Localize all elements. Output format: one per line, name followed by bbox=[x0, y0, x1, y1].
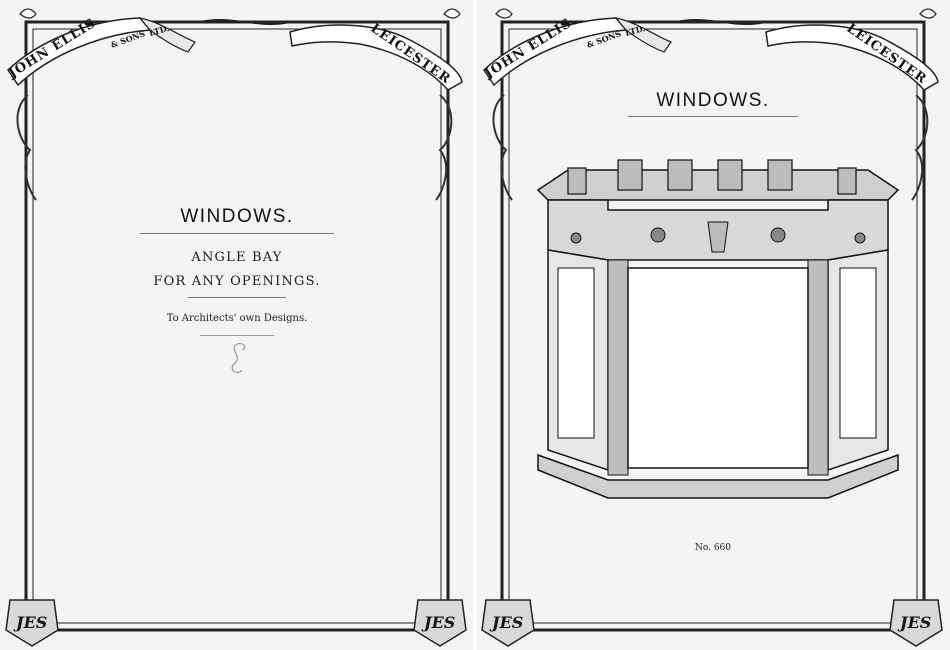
design-note: To Architects' own Designs. bbox=[166, 313, 308, 324]
page-title: WINDOWS. bbox=[656, 90, 770, 111]
monogram-shield-right: JES bbox=[413, 599, 467, 647]
monogram-shield-left: JES bbox=[5, 599, 59, 647]
flourish-ornament bbox=[231, 343, 246, 373]
svg-text:JES: JES bbox=[421, 613, 455, 632]
svg-text:JES: JES bbox=[897, 613, 931, 632]
right-page: JOHN ELLIS & SONS LTD. LEICESTER JES JES… bbox=[476, 0, 950, 650]
page-gutter bbox=[474, 0, 476, 650]
subtitle-line-1: ANGLE BAY bbox=[191, 250, 283, 265]
banner-ribbon-right bbox=[289, 24, 463, 91]
subtitle-divider bbox=[188, 297, 286, 298]
ornamental-frame: JOHN ELLIS & SONS LTD. LEICESTER JES JES bbox=[5, 8, 467, 647]
banner-ribbon-right bbox=[765, 24, 939, 91]
monogram-shield-left: JES bbox=[481, 599, 535, 647]
left-page: JOHN ELLIS & SONS LTD. LEICESTER JES JES… bbox=[0, 0, 474, 650]
angle-bay-window-illustration bbox=[536, 159, 900, 499]
monogram-shield-right: JES bbox=[889, 599, 943, 647]
banner-name: JOHN ELLIS bbox=[5, 16, 98, 82]
page-title: WINDOWS. bbox=[180, 206, 294, 227]
svg-text:JES: JES bbox=[13, 613, 47, 632]
note-divider bbox=[200, 335, 274, 336]
title-divider bbox=[140, 233, 334, 234]
svg-text:JES: JES bbox=[489, 613, 523, 632]
ornamental-frame: JOHN ELLIS & SONS LTD. LEICESTER JES JES bbox=[481, 8, 943, 647]
title-divider bbox=[628, 116, 798, 117]
banner-name: JOHN ELLIS bbox=[481, 16, 574, 82]
model-number-caption: No. 660 bbox=[694, 543, 732, 553]
subtitle-line-2: FOR ANY OPENINGS. bbox=[153, 274, 321, 289]
